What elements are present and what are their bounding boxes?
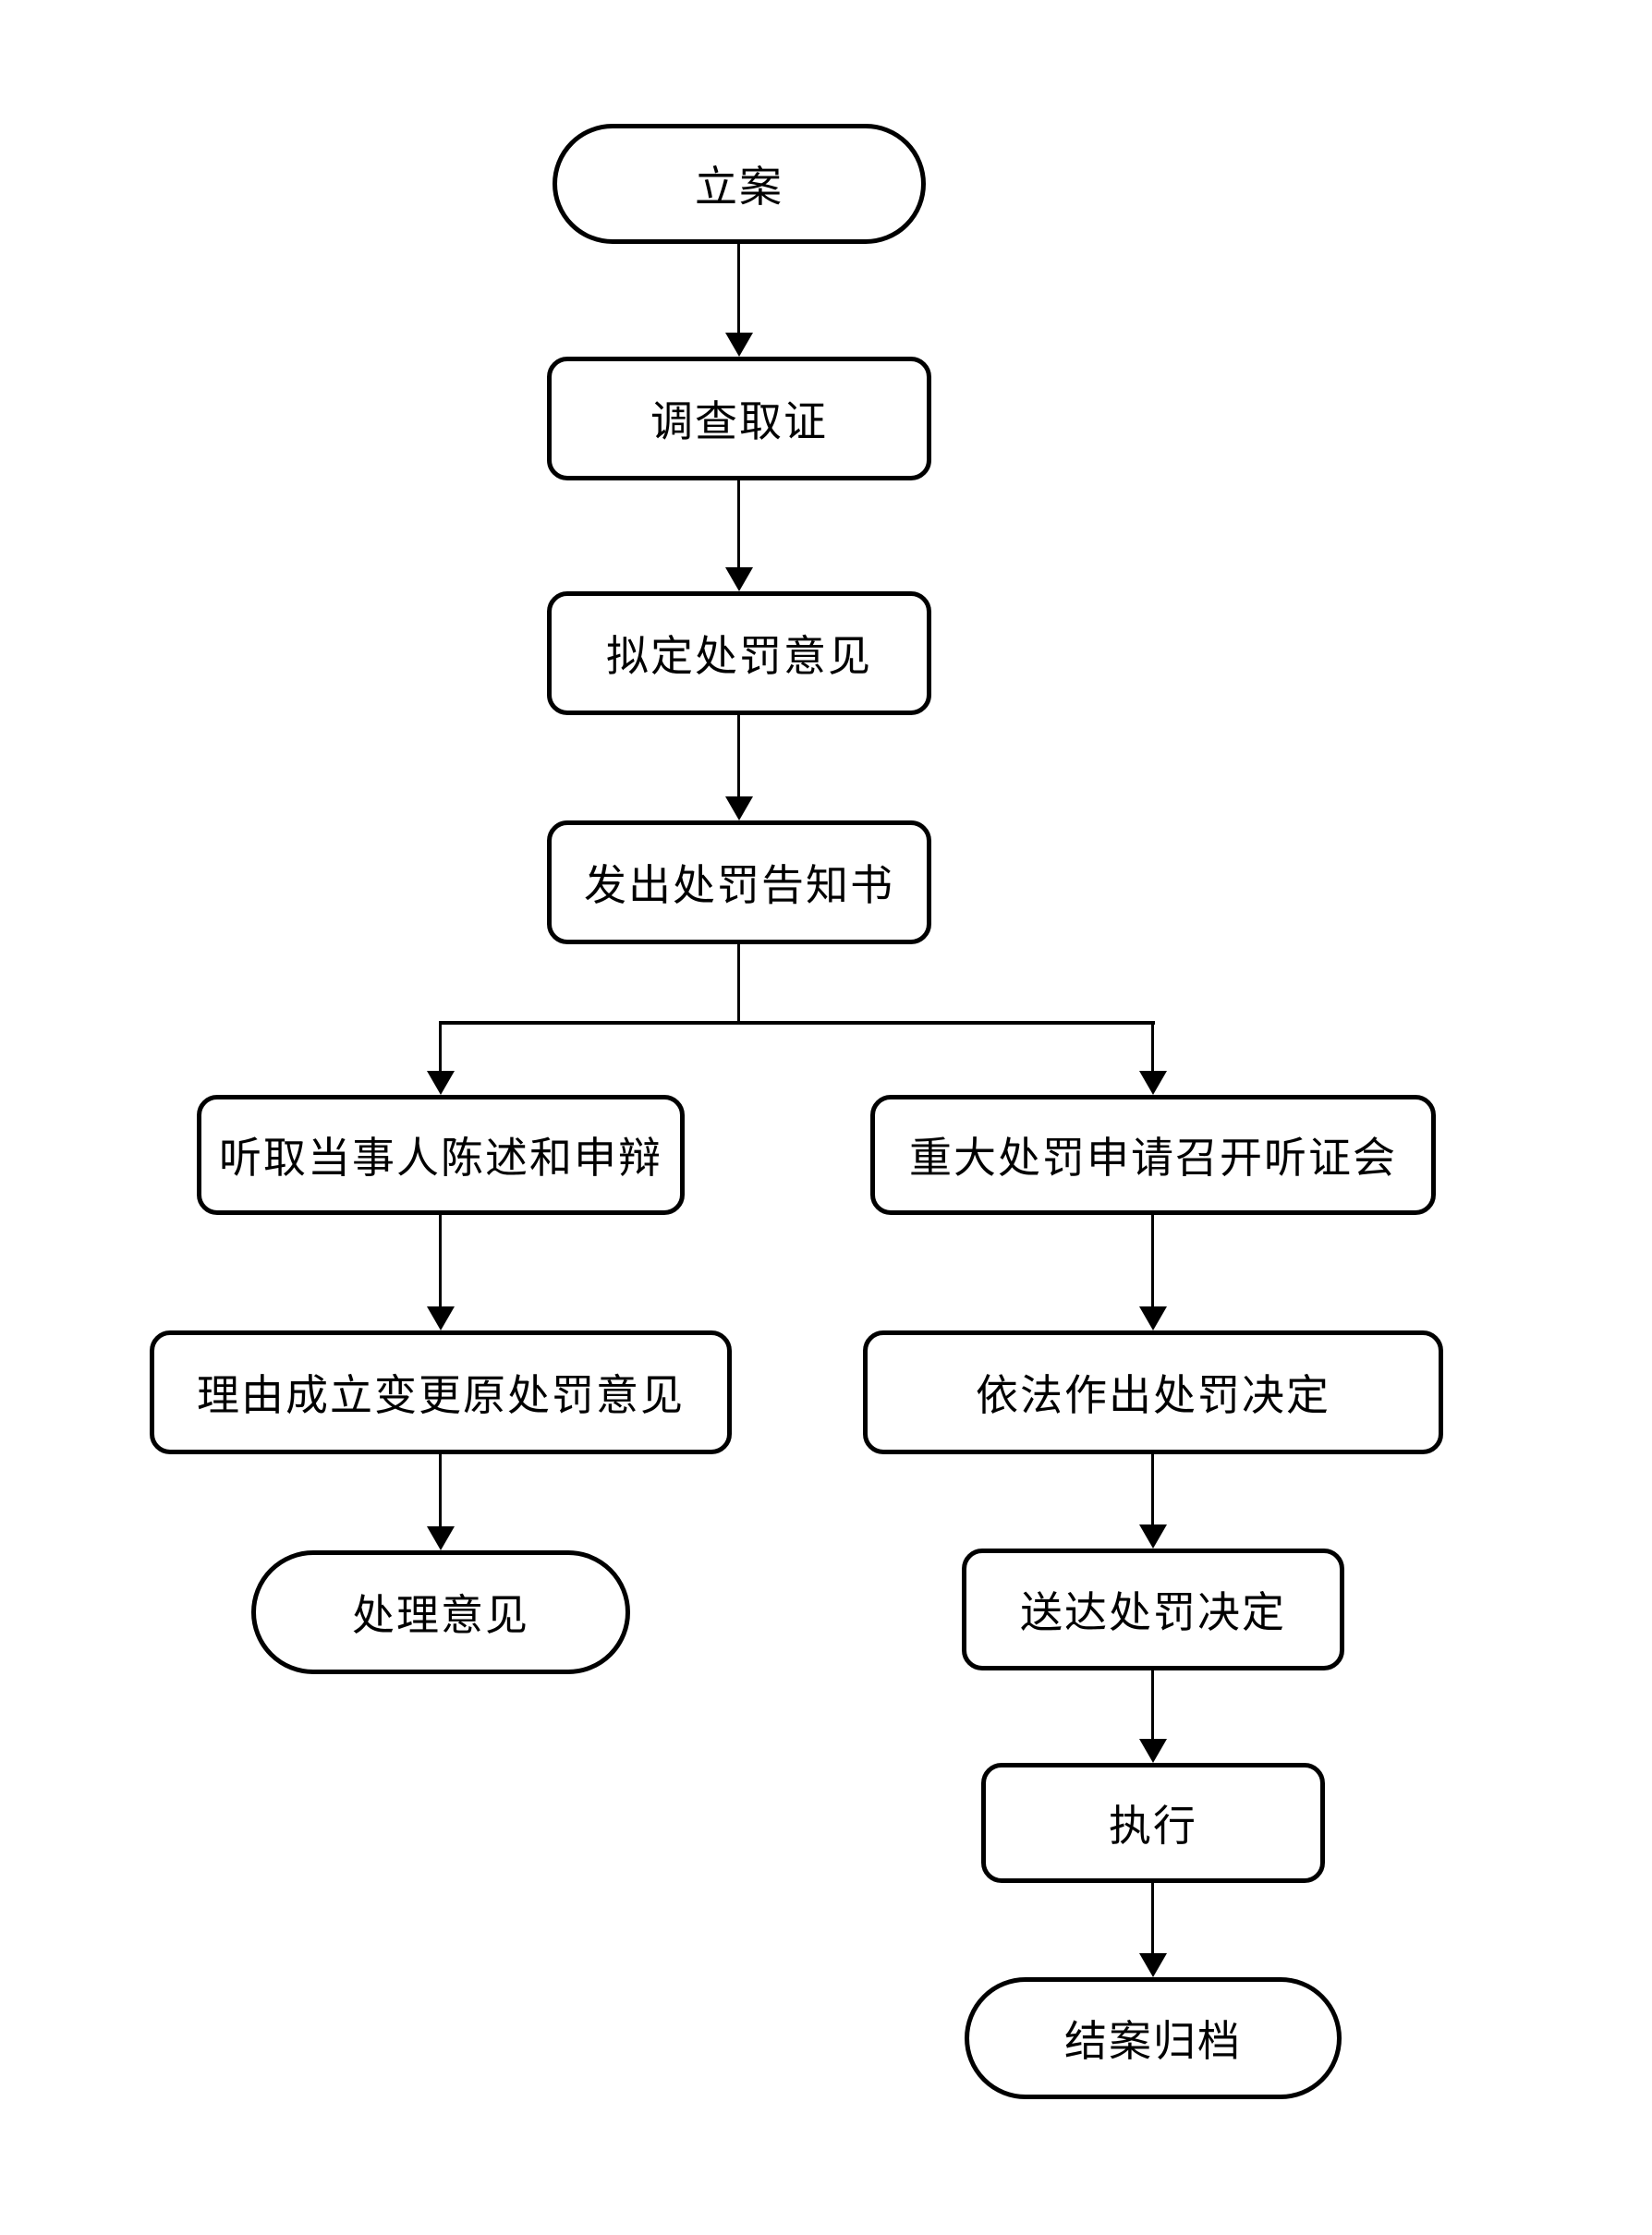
- arrowhead-down-icon: [1139, 1306, 1167, 1330]
- connector-line: [439, 1021, 442, 1073]
- node-deliver-penalty-decision-label: 送达处罚决定: [1020, 1589, 1286, 1636]
- connector-line: [1151, 1454, 1154, 1526]
- node-major-penalty-hearing: 重大处罚申请召开听证会: [870, 1095, 1436, 1215]
- connector-line: [737, 244, 740, 334]
- connector-line: [737, 944, 740, 1025]
- node-hear-statement-defense: 听取当事人陈述和申辩: [197, 1095, 685, 1215]
- node-issue-penalty-notice: 发出处罚告知书: [547, 820, 931, 944]
- connector-line: [439, 1215, 442, 1308]
- connector-branch-line: [439, 1021, 1155, 1025]
- node-change-original-opinion: 理由成立变更原处罚意见: [150, 1330, 732, 1454]
- connector-line: [737, 480, 740, 569]
- connector-line: [1151, 1670, 1154, 1741]
- connector-line: [439, 1454, 442, 1528]
- node-make-penalty-decision-label: 依法作出处罚决定: [976, 1372, 1330, 1419]
- node-handling-opinion: 处理意见: [251, 1550, 630, 1674]
- node-execute: 执行: [981, 1763, 1325, 1883]
- arrowhead-down-icon: [427, 1071, 455, 1095]
- arrowhead-down-icon: [1139, 1071, 1167, 1095]
- node-draft-penalty-opinion-label: 拟定处罚意见: [606, 633, 872, 680]
- node-case-filing-label: 立案: [695, 164, 783, 211]
- node-close-case-archive-label: 结案归档: [1064, 2018, 1242, 2065]
- arrowhead-down-icon: [725, 796, 753, 820]
- arrowhead-down-icon: [1139, 1524, 1167, 1549]
- arrowhead-down-icon: [1139, 1739, 1167, 1763]
- node-handling-opinion-label: 处理意见: [352, 1592, 529, 1639]
- arrowhead-down-icon: [1139, 1953, 1167, 1977]
- node-case-filing: 立案: [553, 124, 926, 244]
- node-major-penalty-hearing-label: 重大处罚申请召开听证会: [909, 1135, 1397, 1182]
- arrowhead-down-icon: [725, 333, 753, 357]
- node-deliver-penalty-decision: 送达处罚决定: [962, 1549, 1344, 1670]
- connector-line: [737, 715, 740, 798]
- arrowhead-down-icon: [725, 567, 753, 591]
- connector-line: [1151, 1883, 1154, 1955]
- node-issue-penalty-notice-label: 发出处罚告知书: [584, 862, 894, 909]
- connector-line: [1151, 1021, 1154, 1073]
- arrowhead-down-icon: [427, 1526, 455, 1550]
- node-hear-statement-defense-label: 听取当事人陈述和申辩: [219, 1135, 662, 1182]
- node-draft-penalty-opinion: 拟定处罚意见: [547, 591, 931, 715]
- node-investigation-label: 调查取证: [650, 398, 828, 445]
- arrowhead-down-icon: [427, 1306, 455, 1330]
- connector-line: [1151, 1215, 1154, 1308]
- node-make-penalty-decision: 依法作出处罚决定: [863, 1330, 1443, 1454]
- node-close-case-archive: 结案归档: [965, 1977, 1342, 2099]
- node-change-original-opinion-label: 理由成立变更原处罚意见: [197, 1372, 685, 1419]
- node-execute-label: 执行: [1109, 1803, 1197, 1850]
- node-investigation: 调查取证: [547, 357, 931, 480]
